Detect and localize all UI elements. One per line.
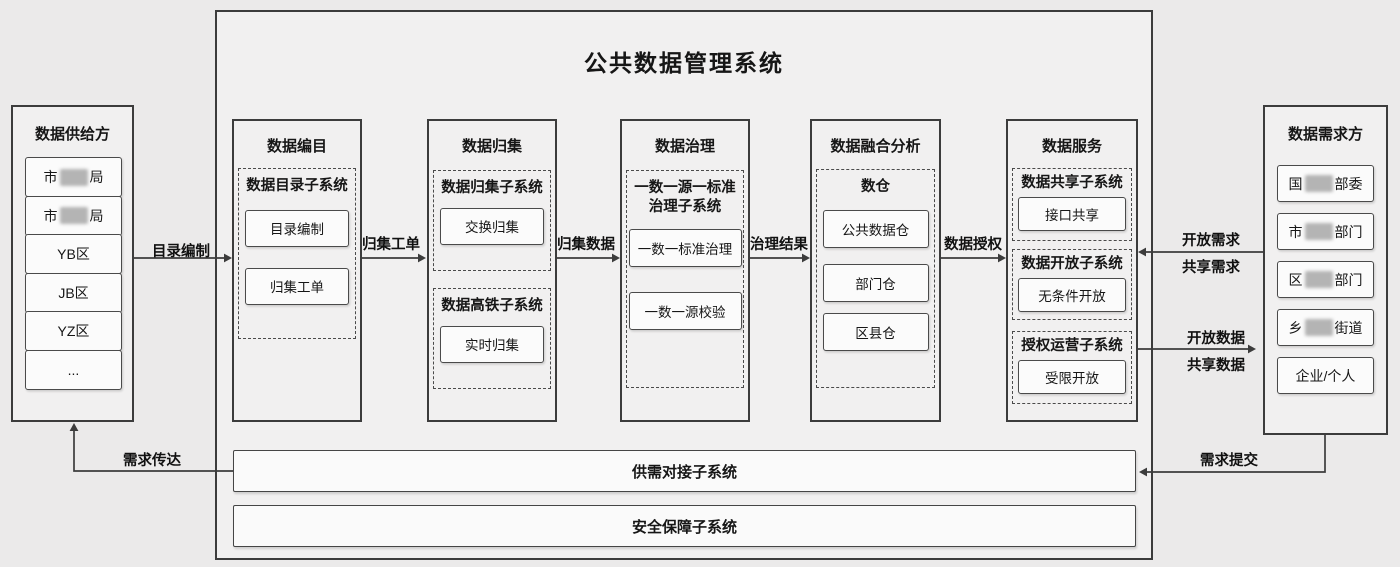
supplier-item: 市局	[25, 157, 122, 197]
subsystem-governance: 一数一源一标准治理子系统 一数一标准治理 一数一源校验	[626, 170, 744, 388]
demander-item: 国 部委	[1277, 165, 1374, 202]
subsystem-data-catalog: 数据目录子系统 目录编制 归集工单	[238, 168, 356, 339]
supplier-list: 市局 市局 YB区 JB区 YZ区 ...	[25, 157, 122, 390]
column-header: 数据治理	[654, 138, 715, 155]
subsystem-data-opening: 数据开放子系统 无条件开放	[1012, 249, 1132, 320]
supplier-item: JB区	[25, 272, 122, 313]
redaction-blur	[59, 168, 88, 186]
demander-panel-title: 数据需求方	[1287, 126, 1363, 143]
flow-label-open-data: 开放数据	[1187, 331, 1245, 347]
flow-label-work-order: 归集工单	[362, 237, 420, 253]
security-assurance-bar: 安全保障子系统	[233, 505, 1136, 547]
module-box: 目录编制	[245, 209, 349, 247]
demander-item: 企业/个人	[1277, 357, 1374, 394]
redaction-blur	[1304, 319, 1333, 336]
column-data-service: 数据服务 数据共享子系统 接口共享 数据开放子系统 无条件开放 授权运营子系统 …	[1006, 119, 1138, 422]
arrowhead	[1248, 344, 1256, 354]
subsystem-title: 数据高铁子系统	[441, 298, 543, 314]
module-box: 受限开放	[1018, 359, 1126, 394]
column-data-catalog: 数据编目 数据目录子系统 目录编制 归集工单	[232, 119, 362, 422]
demander-item: 区 部门	[1277, 261, 1374, 298]
supplier-item: YB区	[25, 234, 122, 274]
supplier-item: 市局	[25, 195, 122, 236]
subsystem-authorized-operation: 授权运营子系统 受限开放	[1012, 331, 1132, 404]
column-data-collection: 数据归集 数据归集子系统 交换归集 数据高铁子系统 实时归集	[427, 119, 557, 422]
module-box: 交换归集	[440, 207, 544, 245]
item-label: 市	[1288, 223, 1303, 240]
data-demander-panel: 数据需求方 国部委 市部门 区部门 乡街道 企业/个人	[1263, 105, 1388, 435]
item-label: 区	[1288, 271, 1303, 288]
item-label: 乡	[1288, 319, 1303, 336]
item-label: 局	[89, 169, 104, 185]
flow-label-open-demand: 开放需求	[1182, 233, 1240, 249]
redaction-blur	[1304, 223, 1333, 240]
subsystem-title: 数仓	[861, 179, 890, 195]
module-box: 无条件开放	[1018, 277, 1126, 312]
flow-label-demand-submit: 需求提交	[1200, 453, 1258, 469]
supplier-item: YZ区	[25, 311, 122, 351]
subsystem-title: 数据共享子系统	[1021, 175, 1123, 191]
subsystem-title: 数据目录子系统	[246, 178, 348, 194]
column-header: 数据编目	[266, 138, 327, 155]
subsystem-data-sharing: 数据共享子系统 接口共享	[1012, 168, 1132, 241]
arrowhead	[69, 423, 79, 431]
item-label: 国	[1288, 175, 1303, 192]
flow-label-share-demand: 共享需求	[1182, 260, 1240, 276]
flow-label-catalog: 目录编制	[152, 244, 210, 260]
diagram-title: 公共数据管理系统	[584, 50, 784, 76]
module-box: 实时归集	[440, 325, 544, 363]
subsystem-title: 授权运营子系统	[1021, 338, 1123, 354]
item-label: 街道	[1334, 319, 1363, 336]
subsystem-warehouse: 数仓 公共数据仓 部门仓 区县仓	[816, 169, 935, 388]
item-label: 部委	[1334, 175, 1363, 192]
column-header: 数据服务	[1041, 138, 1102, 155]
item-label: 市	[43, 169, 58, 185]
item-label: YZ区	[57, 323, 90, 339]
subsystem-title: 数据开放子系统	[1021, 256, 1123, 272]
subsystem-title: 数据归集子系统	[441, 180, 543, 196]
item-label: YB区	[57, 246, 90, 262]
module-box: 公共数据仓	[822, 209, 929, 248]
demander-item: 市 部门	[1277, 213, 1374, 250]
subsystem-data-collection: 数据归集子系统 交换归集	[433, 170, 551, 271]
column-data-fusion: 数据融合分析 数仓 公共数据仓 部门仓 区县仓	[810, 119, 941, 422]
supply-demand-matching-bar: 供需对接子系统	[233, 450, 1136, 492]
module-box: 一数一源校验	[628, 291, 742, 330]
supplier-panel-title: 数据供给方	[34, 126, 110, 143]
column-data-governance: 数据治理 一数一源一标准治理子系统 一数一标准治理 一数一源校验	[620, 119, 750, 422]
item-label: ...	[67, 361, 80, 378]
subsystem-data-highspeed: 数据高铁子系统 实时归集	[433, 288, 551, 389]
data-supplier-panel: 数据供给方 市局 市局 YB区 JB区 YZ区 ...	[11, 105, 134, 422]
redaction-blur	[59, 207, 88, 224]
item-label: 部门	[1334, 271, 1363, 288]
item-label: 市	[43, 207, 58, 224]
demander-item: 乡 街道	[1277, 309, 1374, 346]
redaction-blur	[1304, 175, 1333, 192]
flow-label-share-data: 共享数据	[1187, 358, 1245, 374]
item-label: 企业/个人	[1295, 367, 1356, 384]
supplier-item: ...	[25, 349, 122, 390]
column-header: 数据融合分析	[830, 138, 921, 155]
column-header: 数据归集	[461, 138, 522, 155]
flow-label-collect-data: 归集数据	[557, 237, 615, 253]
subsystem-title: 一数一源一标准治理子系统	[634, 180, 736, 215]
item-label: 局	[89, 207, 104, 224]
module-box: 部门仓	[822, 263, 929, 302]
redaction-blur	[1304, 271, 1333, 288]
item-label: 部门	[1334, 223, 1363, 240]
flow-label-data-auth: 数据授权	[944, 237, 1002, 253]
item-label: JB区	[58, 284, 89, 301]
module-box: 区县仓	[822, 312, 929, 351]
module-box: 接口共享	[1018, 196, 1126, 231]
module-box: 归集工单	[245, 267, 349, 305]
flow-label-demand-relay: 需求传达	[123, 453, 181, 469]
flow-label-governance-result: 治理结果	[750, 237, 808, 253]
demander-list: 国部委 市部门 区部门 乡街道 企业/个人	[1277, 165, 1374, 405]
module-box: 一数一标准治理	[628, 228, 742, 267]
